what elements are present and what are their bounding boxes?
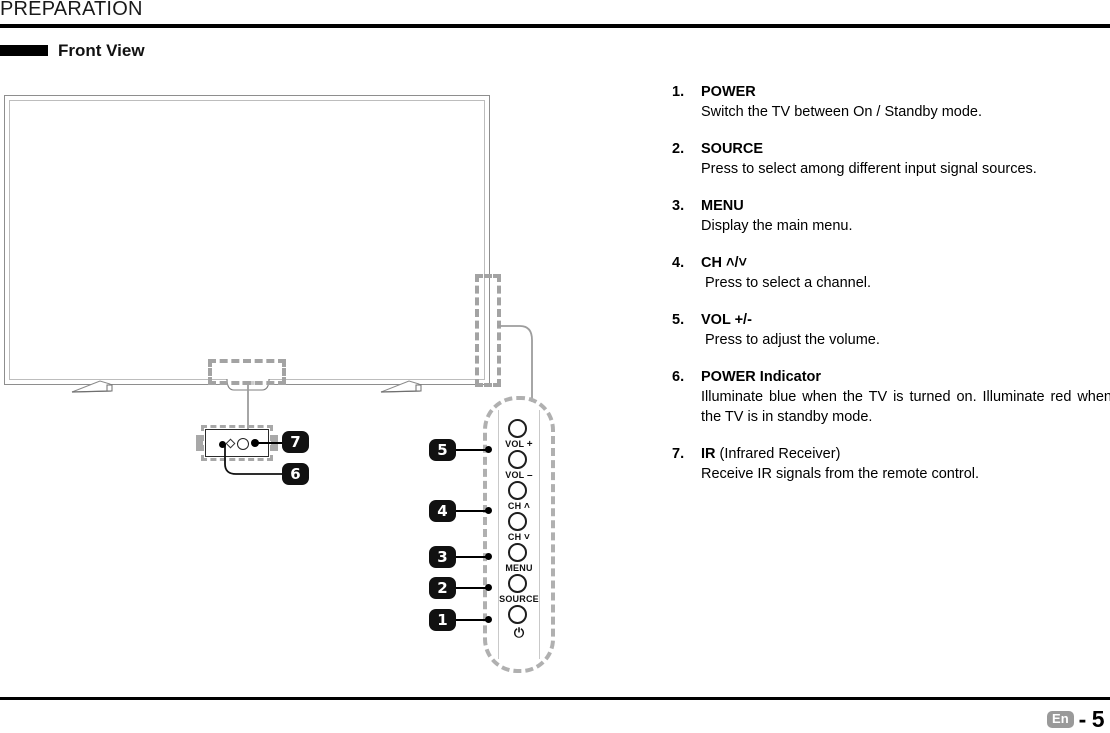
lead-line-2 [456, 587, 488, 589]
ir-receiver-icon [237, 438, 249, 450]
panel-button-volume-up[interactable] [508, 419, 527, 438]
feature-description: Press to adjust the volume. [705, 332, 880, 348]
feature-title: POWER Indicator [701, 369, 822, 385]
header-divider [0, 24, 1110, 28]
language-badge: En [1047, 711, 1074, 728]
feature-number: 4. [672, 255, 685, 271]
page-title: PREPARATION [0, 0, 143, 20]
feature-title-suffix: (Infrared Receiver) [715, 446, 841, 462]
feature-description: Illuminate blue when the TV is turned on… [701, 389, 1110, 425]
feature-number: 2. [672, 141, 685, 157]
panel-label-source: SOURCE [499, 594, 539, 604]
feature-description: Press to select a channel. [705, 275, 872, 291]
feature-number: 6. [672, 369, 685, 385]
footer: En - 5 [1047, 706, 1105, 733]
page-number: - 5 [1078, 706, 1105, 732]
feature-title: VOL +/- [701, 312, 752, 328]
panel-label-channel-up: CH ˄ [507, 501, 531, 512]
lead-line-4 [456, 510, 488, 512]
feature-description: Display the main menu. [701, 218, 853, 234]
lead-line-5 [456, 449, 488, 451]
feature-item-channel: 4. CH ˄/˅ Press to select a channel. [672, 254, 1110, 293]
callout-region-control-panel [475, 274, 501, 387]
panel-edge-line-left [498, 410, 499, 659]
panel-edge-line-right [539, 410, 540, 659]
panel-button-menu[interactable] [508, 543, 527, 562]
callout-region-ir [208, 359, 286, 385]
callout-badge-2: 2 [429, 577, 456, 599]
footer-divider [0, 697, 1110, 700]
lead-line-6 [222, 444, 286, 478]
control-panel-enlargement: VOL + VOL – CH ˄ CH ˅ MENU SOURCE ⏻ [483, 396, 555, 673]
callout-badge-5: 5 [429, 439, 456, 461]
feature-description: Receive IR signals from the remote contr… [701, 466, 980, 482]
feature-title: SOURCE [701, 141, 764, 157]
panel-label-channel-down: CH ˅ [507, 532, 531, 543]
connector-ir-region [246, 385, 250, 431]
control-panel-dashed-outline [483, 396, 555, 673]
feature-item-ir: 7. IR (Infrared Receiver) Receive IR sig… [672, 445, 1110, 484]
tv-screen-area [9, 100, 485, 380]
feature-item-power-indicator: 6. POWER Indicator Illuminate blue when … [672, 368, 1110, 427]
panel-button-power[interactable] [508, 605, 527, 624]
tv-front-illustration [4, 95, 490, 393]
power-icon: ⏻ [513, 625, 525, 640]
callout-dot-6 [219, 441, 226, 448]
feature-number: 3. [672, 198, 685, 214]
section-marker-bar [0, 45, 48, 56]
lead-line-1 [456, 619, 488, 621]
panel-label-volume-down: VOL – [505, 470, 533, 481]
tv-stand-foot-left [70, 379, 116, 394]
feature-title: IR (Infrared Receiver) [701, 446, 841, 462]
feature-item-volume: 5. VOL +/- Press to adjust the volume. [672, 311, 1110, 350]
callout-badge-1: 1 [429, 609, 456, 631]
callout-badge-6: 6 [282, 463, 309, 485]
callout-dot-2 [485, 584, 492, 591]
connector-control-panel-region [498, 325, 538, 404]
feature-item-power: 1. POWER Switch the TV between On / Stan… [672, 83, 1110, 122]
lead-line-3 [456, 556, 488, 558]
ir-detail-tab-left [196, 435, 203, 451]
feature-title: CH ˄/˅ [701, 255, 747, 271]
callout-badge-3: 3 [429, 546, 456, 568]
panel-button-volume-down[interactable] [508, 450, 527, 469]
panel-button-channel-down[interactable] [508, 512, 527, 531]
callout-dot-5 [485, 446, 492, 453]
lead-line-7 [252, 442, 282, 444]
feature-title: MENU [701, 198, 744, 214]
callout-badge-4: 4 [429, 500, 456, 522]
panel-label-volume-up: VOL + [505, 439, 533, 450]
feature-title: POWER [701, 84, 756, 100]
feature-description: Switch the TV between On / Standby mode. [701, 104, 983, 120]
feature-description-list: 1. POWER Switch the TV between On / Stan… [672, 83, 1110, 502]
feature-number: 1. [672, 84, 685, 100]
section-title: Front View [58, 41, 145, 60]
feature-number: 7. [672, 446, 685, 462]
feature-item-menu: 3. MENU Display the main menu. [672, 197, 1110, 236]
panel-button-channel-up[interactable] [508, 481, 527, 500]
feature-item-source: 2. SOURCE Press to select among differen… [672, 140, 1110, 179]
callout-badge-7: 7 [282, 431, 309, 453]
callout-dot-4 [485, 507, 492, 514]
feature-number: 5. [672, 312, 685, 328]
callout-dot-1 [485, 616, 492, 623]
feature-description: Press to select among different input si… [701, 161, 1037, 177]
tv-stand-foot-right [379, 379, 425, 394]
panel-label-menu: MENU [505, 563, 533, 573]
panel-button-source[interactable] [508, 574, 527, 593]
callout-dot-3 [485, 553, 492, 560]
